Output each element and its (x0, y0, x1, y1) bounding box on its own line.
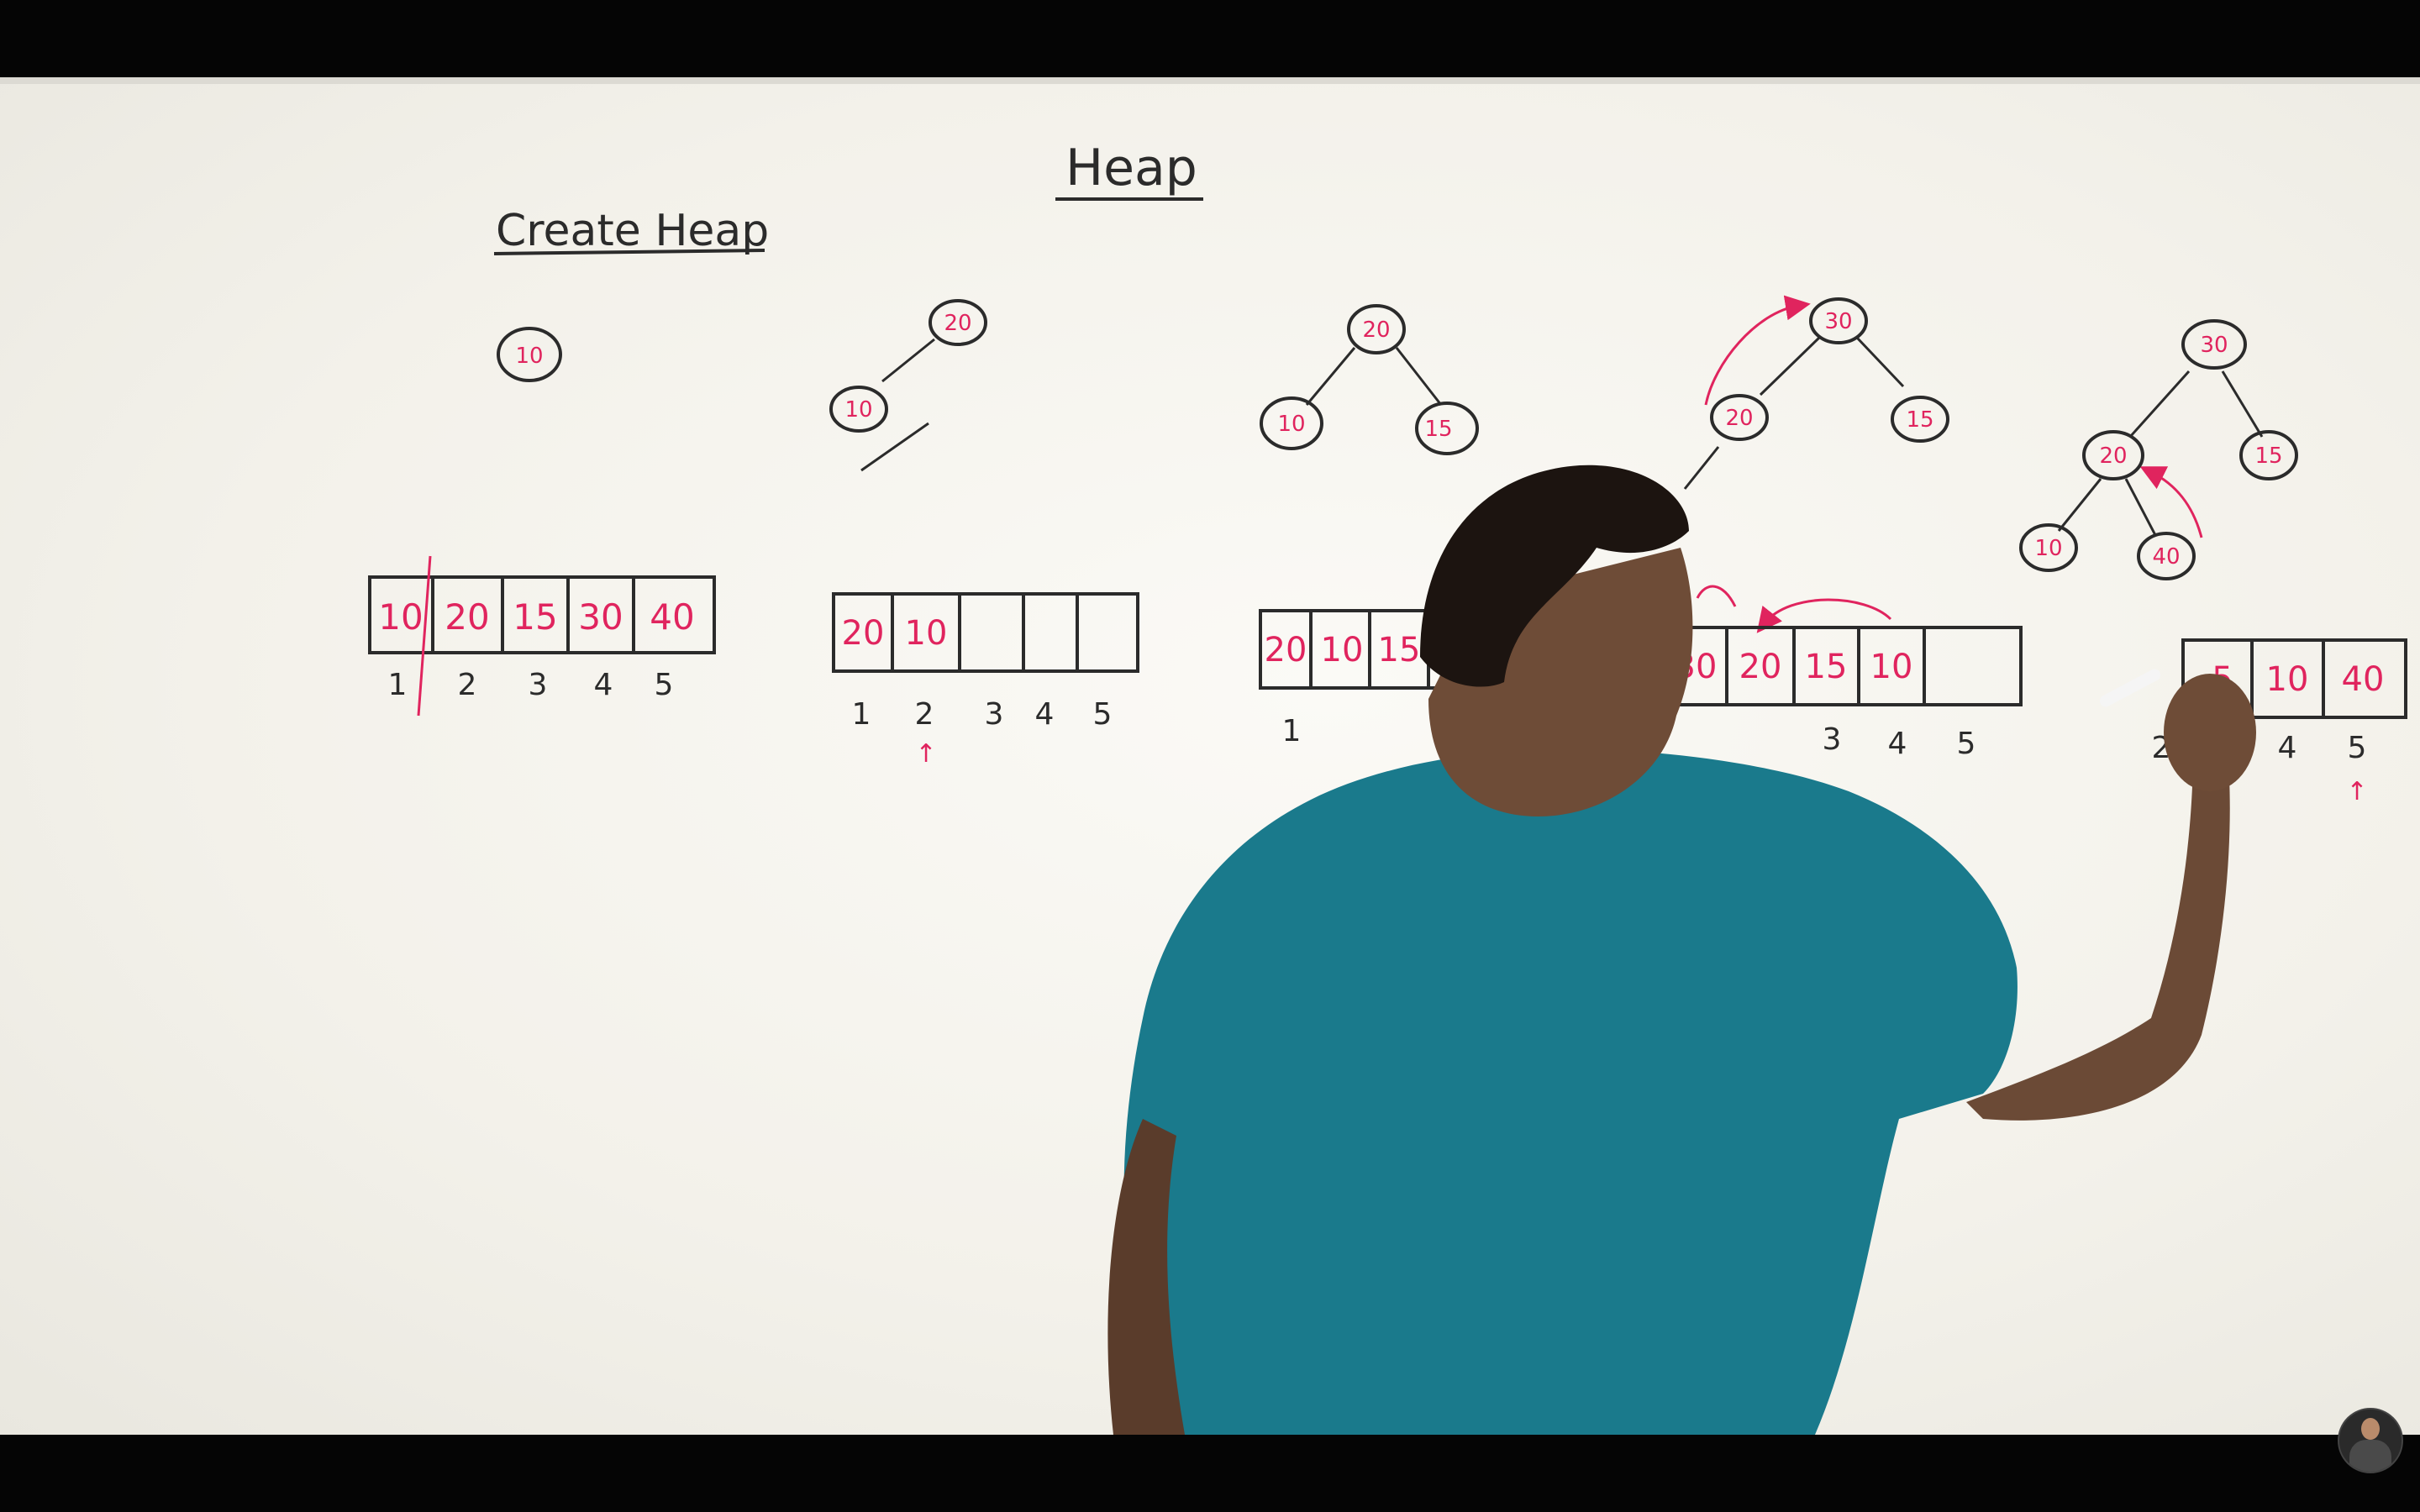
video-letterbox-bottom (0, 1435, 2420, 1512)
tree-node: 15 (1415, 402, 1479, 455)
array-index: 1 (388, 668, 408, 702)
channel-watermark-avatar[interactable] (2338, 1408, 2403, 1473)
array-cell: 10 (905, 614, 948, 653)
pointer-arrow: ↑ (915, 739, 936, 769)
array-index: 4 (1035, 697, 1055, 732)
svg-text:10: 10 (515, 344, 543, 369)
array-cell: 40 (2342, 660, 2385, 699)
array-index: 1 (852, 697, 871, 732)
pointer-arrow: ↑ (2346, 777, 2367, 806)
stage-3: 20 10 15 20 10 15 1 (1259, 304, 1481, 748)
array: 20 10 1 2 3 4 5 ↑ (832, 592, 1139, 769)
array-index: 3 (1823, 722, 1842, 757)
stage-1: 10 10 20 15 30 40 1 2 3 4 5 (368, 327, 716, 717)
array-cell: 15 (1805, 648, 1848, 686)
array-frame (368, 575, 716, 654)
array-cell: 10 (378, 596, 423, 638)
tree-node: 10 (1260, 396, 1323, 450)
svg-text:20: 20 (1362, 318, 1390, 343)
stage-4: 30 20 15 30 20 15 10 3 4 5 (1662, 295, 2023, 761)
svg-text:10: 10 (2034, 536, 2062, 561)
swap-arrow (2139, 466, 2203, 538)
array-index: 4 (594, 668, 613, 702)
shirt (1123, 749, 2018, 1435)
board-title: Heap (1065, 139, 1197, 197)
array-cell: 20 (1265, 631, 1307, 669)
array-cell: 10 (1321, 631, 1364, 669)
tree-node: 20 (1347, 304, 1406, 354)
divider-mark (417, 555, 432, 717)
hair (1420, 465, 1689, 687)
array-index: 5 (1957, 727, 1976, 761)
marker (2099, 669, 2161, 707)
tree-node: 30 (2181, 319, 2247, 370)
array-index: 4 (2278, 731, 2297, 765)
tree-node: 10 (829, 386, 888, 433)
array-cell: 10 (1870, 648, 1913, 686)
tree-node: 10 (497, 327, 562, 382)
subtitle-underline (493, 249, 765, 255)
whiteboard-drawing: Heap Create Heap 10 10 20 15 30 40 1 2 3… (368, 139, 2407, 1435)
array-cell: 20 (842, 614, 885, 653)
svg-text:10: 10 (1277, 412, 1305, 437)
whiteboard-top-rail (0, 77, 2420, 84)
array-index: 2 (458, 668, 477, 702)
array-index: 4 (1888, 727, 1907, 761)
svg-text:15: 15 (2254, 444, 2282, 469)
tree-node: 10 (2019, 523, 2078, 572)
svg-text:40: 40 (2152, 544, 2180, 570)
svg-text:15: 15 (1906, 407, 1933, 433)
array-index: 2 (915, 697, 934, 732)
svg-text:30: 30 (1824, 309, 1852, 334)
instructor (1107, 465, 2256, 1435)
array-cell: 15 (1378, 631, 1421, 669)
tree-node: 20 (2082, 430, 2144, 480)
tree-node: 15 (1891, 396, 1949, 443)
array-index: 5 (2348, 731, 2367, 765)
swap-arrow (1756, 598, 1892, 633)
swap-arrow (1704, 295, 1811, 406)
array-index: 3 (529, 668, 548, 702)
array: 10 20 15 30 40 1 2 3 4 5 (368, 555, 716, 717)
stage-2: 20 10 20 10 1 2 3 4 5 ↑ (829, 299, 1139, 769)
svg-text:20: 20 (944, 311, 971, 336)
tree-node: 30 (1809, 297, 1868, 344)
svg-text:10: 10 (844, 397, 872, 423)
array-cell: 20 (1739, 648, 1782, 686)
array: 30 20 15 10 3 4 5 (1662, 626, 2023, 761)
array-index: 1 (1282, 714, 1302, 748)
array-cell: 20 (445, 596, 489, 638)
tree-node: 15 (2239, 430, 2298, 480)
array-index: 5 (1093, 697, 1113, 732)
array-cell: 10 (2266, 660, 2309, 699)
array-cell: 30 (578, 596, 623, 638)
tree-node: 20 (929, 299, 987, 346)
array-cell: 40 (650, 596, 694, 638)
array-index: 5 (655, 668, 674, 702)
board-subtitle: Create Heap (496, 206, 769, 256)
tree-node: 40 (2137, 532, 2196, 580)
tree-node: 20 (1710, 394, 1769, 441)
array-index: 3 (985, 697, 1004, 732)
swap-arrow (1696, 585, 1737, 607)
svg-text:30: 30 (2200, 333, 2228, 358)
svg-text:20: 20 (2099, 444, 2127, 469)
video-letterbox-top (0, 0, 2420, 77)
svg-text:15: 15 (1424, 417, 1452, 442)
hand (2164, 674, 2256, 791)
array-cell: 15 (513, 596, 557, 638)
left-arm (1107, 1119, 1185, 1435)
arm (1966, 741, 2230, 1121)
svg-text:20: 20 (1725, 406, 1753, 431)
